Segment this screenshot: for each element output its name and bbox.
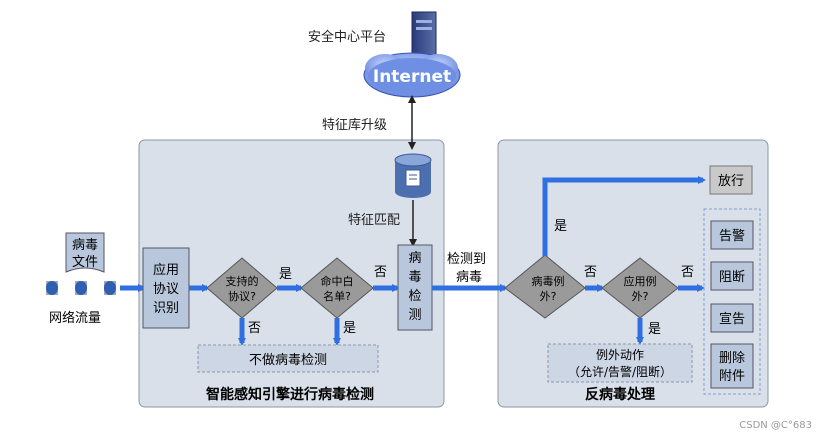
app-exception-line2: 外? [632,290,649,303]
internet-label: Internet [373,67,451,87]
no-check-label: 不做病毒检测 [249,353,327,368]
exception-decision-line2: 外? [540,290,557,303]
database-icon [394,153,432,198]
exception-action-line2: （允许/告警/阻断） [568,364,672,379]
action-delete-box [710,343,754,389]
detect-box [397,244,433,331]
action-announce-box [710,303,754,333]
right-panel-title: 反病毒处理 [585,386,655,403]
app-id-box [142,247,190,329]
pass-label: 放行 [718,174,744,189]
exception-no-label: 否 [584,265,597,280]
traffic-label: 网络流量 [49,310,101,326]
exception-decision-line1: 病毒例 [532,274,565,288]
exception-action-box [547,343,693,383]
app-exception-yes-label: 是 [648,322,661,337]
upgrade-label: 特征库升级 [322,117,387,133]
whitelist-yes-label: 是 [343,321,356,336]
action-alert-box [710,220,754,250]
exception-yes-label: 是 [554,219,567,234]
detected-line1: 检测到 [447,252,486,267]
actions-group [703,208,761,395]
no-check-box [197,344,379,373]
detect-line2: 毒 [408,270,421,285]
watermark: CSDN @C°683 [739,420,812,431]
protocol-decision-line1: 支持的 [226,274,259,288]
detect-line4: 测 [408,308,421,323]
whitelist-decision-line1: 命中白 [321,274,354,288]
app-id-line2: 协议 [153,282,179,297]
action-alert-label: 告警 [719,228,745,244]
action-block-box [710,261,754,291]
match-label: 特征匹配 [348,213,400,228]
action-announce-label: 宣告 [719,311,745,327]
file-label-line2: 文件 [72,255,98,270]
app-exception-no-label: 否 [681,265,694,280]
protocol-decision-line2: 协议? [228,289,256,303]
whitelist-no-label: 否 [374,265,387,280]
detect-line3: 检 [408,289,421,304]
traffic-cylinders-icon [46,281,116,295]
app-id-line1: 应用 [153,262,179,278]
protocol-yes-label: 是 [279,267,292,282]
file-label-line1: 病毒 [72,238,98,253]
platform-label: 安全中心平台 [308,29,386,45]
detect-line1: 病 [408,251,421,266]
app-exception-line1: 应用例 [624,274,657,288]
action-block-label: 阻断 [719,270,745,285]
left-panel-title: 智能感知引擎进行病毒检测 [205,386,374,403]
exception-yes-arrow [542,176,706,256]
action-delete-line2: 附件 [719,369,745,384]
exception-action-line1: 例外动作 [596,348,644,362]
left-panel [138,139,445,408]
whitelist-decision-line2: 名单? [323,289,351,303]
protocol-no-label: 否 [248,321,261,336]
action-delete-line1: 删除 [719,351,745,366]
virus-file-icon [65,232,105,273]
detected-line2: 病毒 [456,270,482,285]
pass-box [709,165,753,195]
app-id-line3: 识别 [153,301,179,316]
